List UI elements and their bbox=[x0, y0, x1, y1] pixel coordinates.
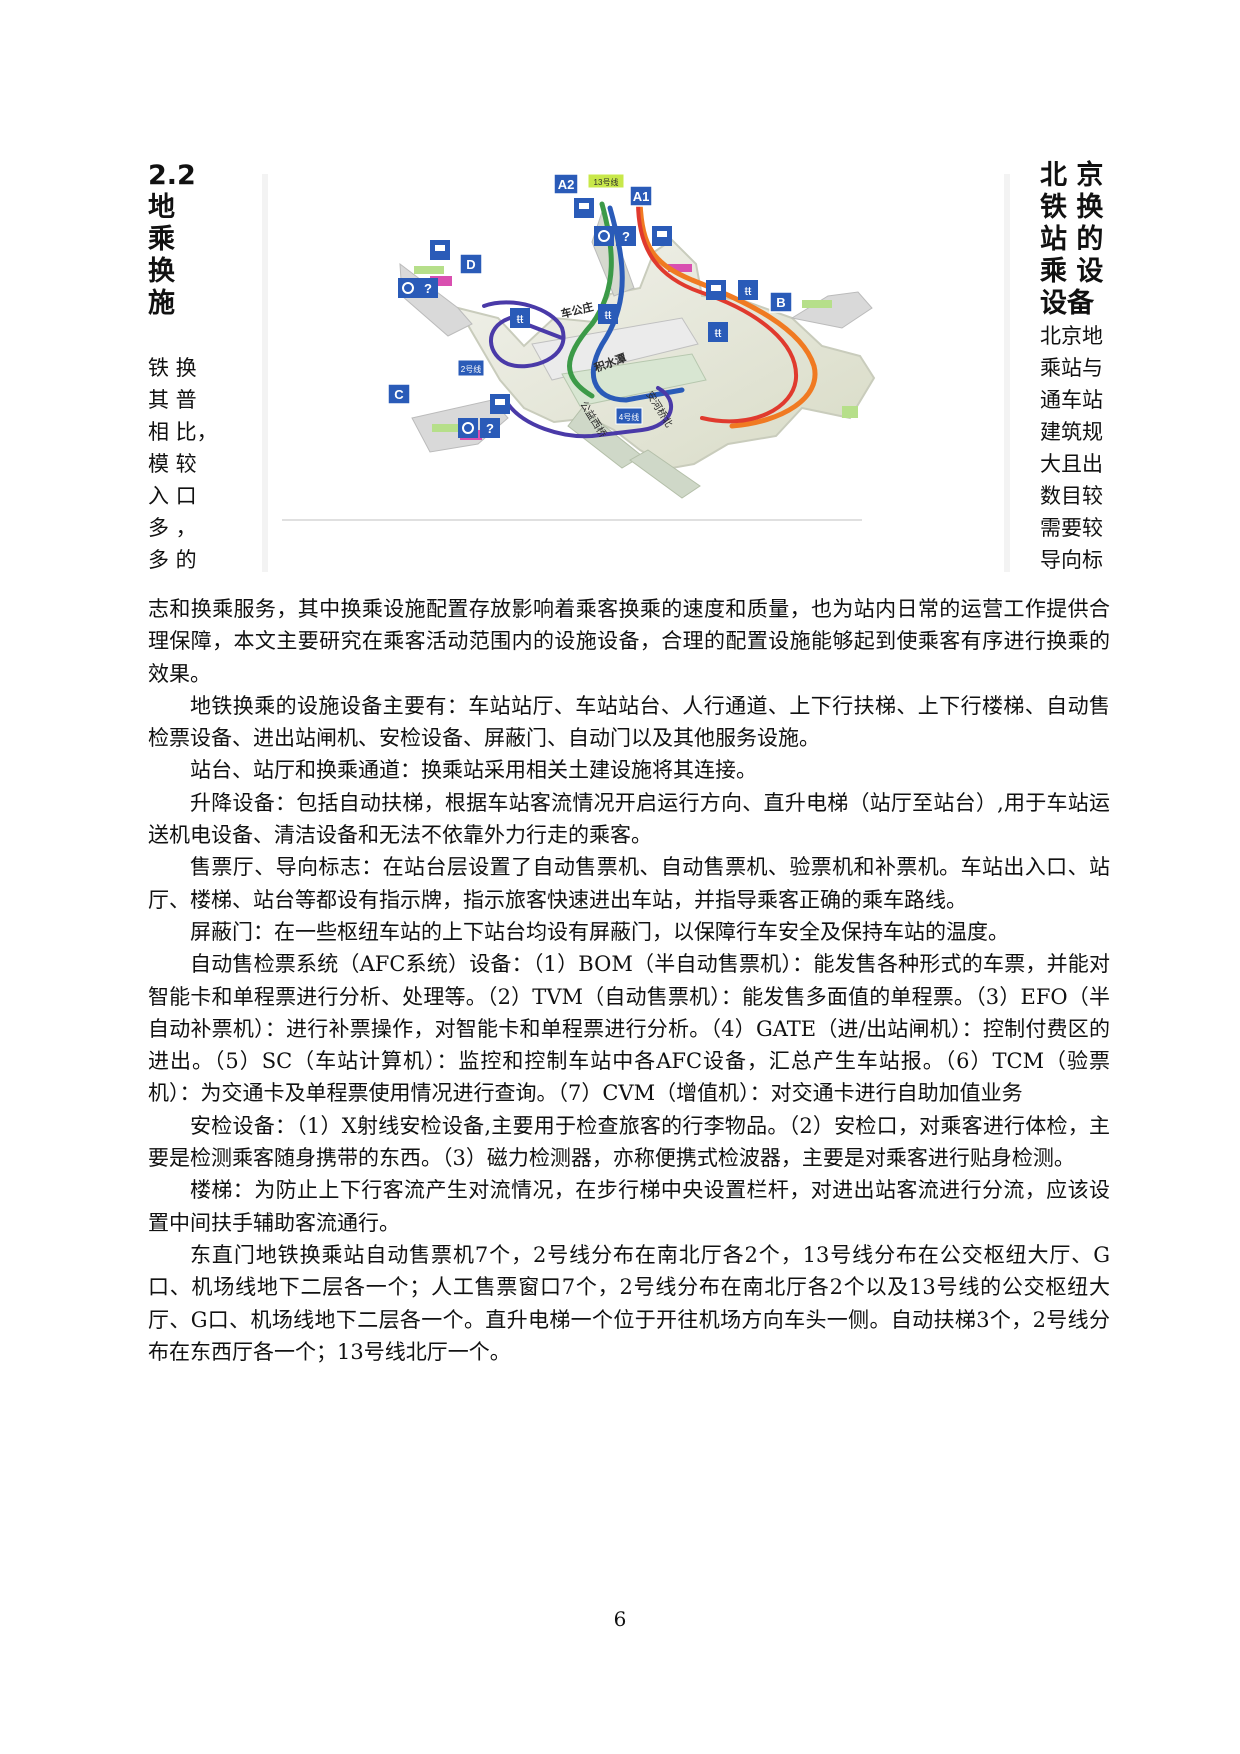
svg-text:ŧŧ: ŧŧ bbox=[517, 312, 524, 326]
right-text-line: 通车站 bbox=[1040, 388, 1103, 412]
right-column: 北 京 铁 换 站 的 乘 设 设备 北京地 乘站与 通车站 建筑规 大且出 数… bbox=[1040, 160, 1122, 576]
left-text-line: 多 ， bbox=[148, 516, 197, 540]
exit-a1-sign-label: 13号线 bbox=[594, 177, 619, 187]
right-text-line: 数目较 bbox=[1040, 484, 1103, 508]
station-transfer-figure: A2 A1 13号线 D B C ŧŧ ŧŧ ŧŧ ŧŧ ? ? ? 2号线 4… bbox=[262, 168, 1010, 578]
paragraph: 自动售检票系统（AFC系统）设备：（1）BOM（半自动售票机）：能发售各种形式的… bbox=[148, 952, 1110, 1106]
ticket-machine-icon bbox=[652, 226, 672, 246]
heading-left-line: 乘 bbox=[148, 224, 175, 255]
left-column: 2.2 地 乘 换 施 铁 换 其 普 相 比， 模 较 入 口 多 ， 多 的 bbox=[148, 160, 240, 576]
left-text-line: 多 的 bbox=[148, 548, 197, 572]
info-icon: ? bbox=[418, 278, 438, 298]
info-icon: ? bbox=[616, 226, 636, 246]
paragraph: 安检设备：（1）X射线安检设备,主要用于检查旅客的行李物品。（2）安检口，对乘客… bbox=[148, 1113, 1110, 1171]
svg-text:?: ? bbox=[622, 229, 630, 244]
phone-icon bbox=[458, 418, 478, 438]
transfer-routes bbox=[482, 199, 818, 439]
left-text-line: 铁 换 bbox=[148, 356, 197, 380]
paragraph: 楼梯：为防止上下行客流产生对流情况，在步行梯中央设置栏杆，对进出站客流进行分流，… bbox=[148, 1178, 1110, 1235]
restroom-icon: ŧŧ bbox=[708, 322, 728, 342]
route-purple bbox=[482, 300, 566, 369]
route-purple-2 bbox=[506, 386, 674, 439]
heading-left-line: 2.2 bbox=[148, 160, 196, 191]
heading-right-line: 乘 设 bbox=[1040, 256, 1104, 287]
route-orange bbox=[637, 199, 818, 429]
heading-left-line: 施 bbox=[148, 288, 175, 319]
line-2-badge bbox=[457, 359, 485, 377]
route-blue bbox=[590, 205, 685, 403]
svg-text:?: ? bbox=[486, 421, 494, 436]
heading-right-line: 铁 换 bbox=[1040, 192, 1104, 223]
right-text-line: 需要较 bbox=[1040, 516, 1103, 540]
restroom-icon: ŧŧ bbox=[598, 304, 618, 324]
right-text-line: 乘站与 bbox=[1040, 356, 1103, 380]
svg-text:ŧŧ: ŧŧ bbox=[745, 284, 752, 298]
body-text: 志和换乘服务，其中换乘设施配置存放影响着乘客换乘的速度和质量，也为站内日常的运营… bbox=[148, 593, 1110, 1368]
paragraph: 志和换乘服务，其中换乘设施配置存放影响着乘客换乘的速度和质量，也为站内日常的运营… bbox=[148, 597, 1110, 686]
heading-left-line: 换 bbox=[148, 256, 175, 287]
restroom-icon: ŧŧ bbox=[510, 308, 530, 328]
exit-d-label: D bbox=[466, 257, 475, 272]
phone-icon bbox=[594, 226, 614, 246]
line-4-badge bbox=[615, 407, 643, 425]
svg-text:ŧŧ: ŧŧ bbox=[715, 326, 722, 340]
ticket-machine-icon bbox=[430, 240, 450, 260]
right-text-line: 导向标 bbox=[1040, 548, 1103, 572]
left-text-line: 入 口 bbox=[148, 484, 197, 508]
left-text-line: 相 比， bbox=[148, 420, 218, 444]
line-2-label: 2号线 bbox=[461, 364, 481, 374]
paragraph: 升降设备：包括自动扶梯，根据车站客流情况开启运行方向、直升电梯（站厅至站台）,用… bbox=[148, 790, 1110, 848]
paragraph: 站台、站厅和换乘通道：换乘站采用相关土建设施将其连接。 bbox=[190, 758, 757, 783]
right-text-line: 北京地 bbox=[1040, 324, 1103, 348]
paragraph: 售票厅、导向标志：在站台层设置了自动售票机、自动售票机、验票机和补票机。车站出入… bbox=[148, 855, 1110, 912]
right-text-line: 大且出 bbox=[1040, 452, 1103, 476]
left-text-line: 其 普 bbox=[148, 388, 197, 412]
line-4-label: 4号线 bbox=[619, 412, 639, 422]
exit-b-label: B bbox=[776, 295, 785, 310]
exit-badges: A2 A1 13号线 D B C bbox=[387, 173, 793, 405]
route-red bbox=[636, 200, 799, 424]
info-icon: ? bbox=[480, 418, 500, 438]
paragraph: 屏蔽门：在一些枢纽车站的上下站台均设有屏蔽门，以保障行车安全及保持车站的温度。 bbox=[190, 919, 1009, 944]
heading-right-line: 北 京 bbox=[1040, 160, 1104, 191]
ticket-machine-icon bbox=[574, 198, 594, 218]
exit-c-label: C bbox=[394, 387, 404, 402]
ticket-machine-icon bbox=[490, 394, 510, 414]
svg-text:?: ? bbox=[424, 281, 432, 296]
phone-icon bbox=[398, 278, 418, 298]
page-number: 6 bbox=[613, 1607, 627, 1631]
heading-right-line: 设备 bbox=[1040, 288, 1094, 319]
heading-right-line: 站 的 bbox=[1040, 224, 1104, 255]
exit-a2-label: A2 bbox=[558, 177, 575, 192]
right-text-line: 建筑规 bbox=[1040, 420, 1103, 444]
exit-a1-label: A1 bbox=[633, 189, 650, 204]
svg-text:ŧŧ: ŧŧ bbox=[605, 308, 612, 322]
paragraph: 东直门地铁换乘站自动售票机7个，2号线分布在南北厅各2个，13号线分布在公交枢纽… bbox=[148, 1242, 1110, 1364]
ticket-machine-icon bbox=[706, 280, 726, 300]
restroom-icon: ŧŧ bbox=[738, 280, 758, 300]
left-text-line: 模 较 bbox=[148, 452, 197, 476]
facility-icons: ŧŧ ŧŧ ŧŧ ŧŧ ? ? ? bbox=[398, 198, 758, 438]
paragraph: 地铁换乘的设施设备主要有：车站站厅、车站站台、人行通道、上下行扶梯、上下行楼梯、… bbox=[148, 693, 1110, 751]
heading-left-line: 地 bbox=[148, 192, 175, 223]
